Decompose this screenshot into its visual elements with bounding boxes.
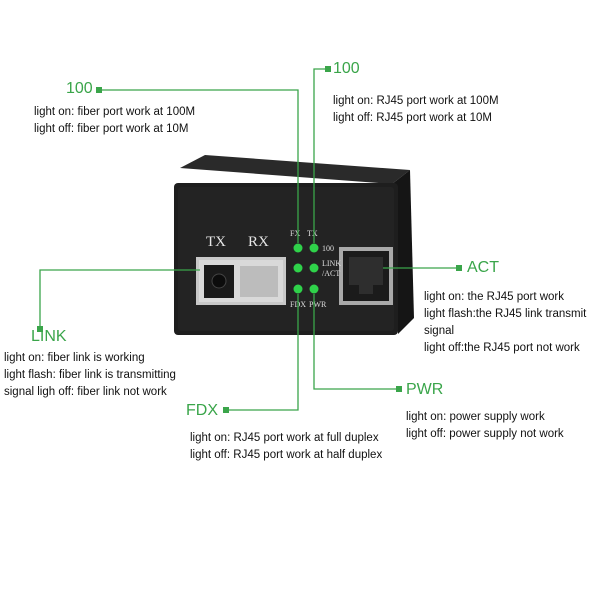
led-fdx bbox=[293, 284, 303, 294]
led-pwr bbox=[309, 284, 319, 294]
callout-act-line: light flash:the RJ45 link transmit bbox=[424, 308, 587, 320]
callout-fdx-desc: light on: RJ45 port work at full duplex … bbox=[190, 430, 382, 464]
callout-fdx-line: light off: RJ45 port work at half duplex bbox=[190, 449, 383, 461]
led-label-pwr: PWR bbox=[309, 300, 327, 309]
callout-act-line: light off:the RJ45 port not work bbox=[424, 342, 580, 354]
dot-fiber-100 bbox=[96, 87, 102, 93]
led-tx-link bbox=[309, 263, 319, 273]
callout-act-desc: light on: the RJ45 port work light flash… bbox=[424, 289, 586, 357]
dot-fdx bbox=[223, 407, 229, 413]
connector-pwr bbox=[313, 294, 398, 390]
callout-pwr-line: light on: power supply work bbox=[406, 411, 545, 423]
led-fx-100 bbox=[293, 243, 303, 253]
callout-pwr-title: PWR bbox=[406, 381, 444, 398]
dot-act bbox=[456, 265, 462, 271]
callout-link-line: light on: fiber link is working bbox=[4, 352, 145, 364]
connector-rj45-100 bbox=[313, 68, 327, 243]
fiber-rx-slot bbox=[240, 266, 278, 297]
led-label-link: LINK bbox=[322, 259, 341, 268]
callout-fdx-title: FDX bbox=[186, 402, 218, 419]
fiber-ferrule bbox=[211, 273, 227, 289]
led-label-act: /ACT bbox=[322, 269, 340, 278]
led-label-tx: TX bbox=[307, 229, 318, 238]
callout-rj45-100-line: light off: RJ45 port work at 10M bbox=[333, 112, 492, 124]
dot-pwr bbox=[396, 386, 402, 392]
connector-fiber-100 bbox=[100, 89, 299, 243]
callout-pwr-line: light off: power supply not work bbox=[406, 428, 564, 440]
callout-pwr-desc: light on: power supply work light off: p… bbox=[406, 409, 564, 443]
callout-link-title: LINK bbox=[31, 328, 67, 345]
led-fx-link bbox=[293, 263, 303, 273]
connector-link bbox=[39, 269, 200, 330]
callout-fiber-100-line: light off: fiber port work at 10M bbox=[34, 123, 189, 135]
rj45-latch bbox=[359, 285, 373, 294]
connector-fdx bbox=[226, 294, 299, 411]
callout-fiber-100-line: light on: fiber port work at 100M bbox=[34, 106, 196, 118]
tx-label: TX bbox=[206, 234, 226, 250]
callout-fiber-100-desc: light on: fiber port work at 100M light … bbox=[34, 104, 195, 138]
dot-rj45-100 bbox=[325, 66, 331, 72]
led-label-fx: FX bbox=[290, 229, 300, 238]
led-label-100: 100 bbox=[322, 244, 334, 253]
rj45-contacts bbox=[349, 257, 383, 285]
callout-link-desc: light on: fiber link is working light fl… bbox=[4, 350, 176, 401]
callout-fdx-line: light on: RJ45 port work at full duplex bbox=[190, 432, 379, 444]
callout-link-line: light flash: fiber link is transmitting bbox=[4, 369, 176, 381]
callout-rj45-100-line: light on: RJ45 port work at 100M bbox=[333, 95, 499, 107]
device-top bbox=[180, 155, 410, 184]
callout-act-title: ACT bbox=[467, 259, 499, 276]
callout-rj45-100-desc: light on: RJ45 port work at 100M light o… bbox=[333, 93, 499, 127]
led-tx-100 bbox=[309, 243, 319, 253]
callout-act-line: signal bbox=[424, 325, 455, 337]
dot-link bbox=[37, 326, 43, 332]
callout-link-line: signal ligh off: fiber link not work bbox=[4, 386, 167, 398]
callout-act-line: light on: the RJ45 port work bbox=[424, 291, 564, 303]
callout-fiber-100-title: 100 bbox=[66, 80, 93, 97]
callout-rj45-100-title: 100 bbox=[333, 60, 360, 77]
rx-label: RX bbox=[248, 234, 269, 250]
